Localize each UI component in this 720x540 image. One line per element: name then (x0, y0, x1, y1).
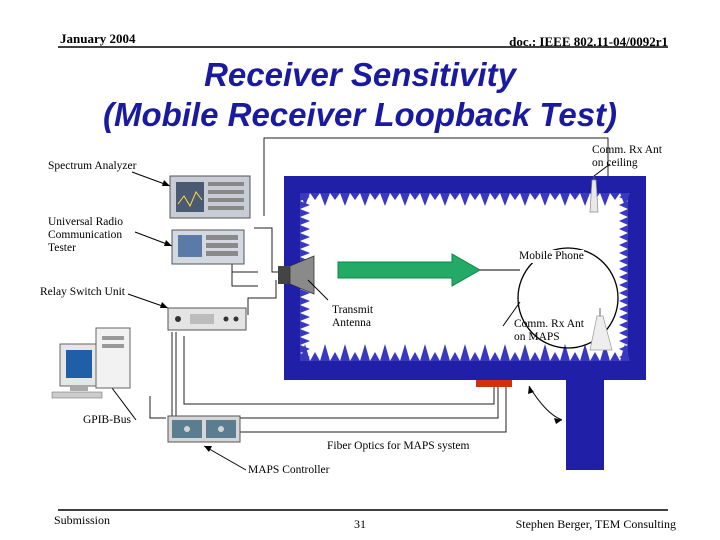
pointer-arrowheads (160, 180, 562, 452)
fiber-optic-feedthrough (476, 380, 512, 387)
transmit-antenna-label-line-1: Transmit (332, 304, 374, 316)
spectrum-analyzer-label: Spectrum Analyzer (48, 160, 137, 172)
relay-switch-unit-icon (167, 307, 247, 331)
maps-rotation-circle (517, 247, 619, 349)
computer-icon (51, 327, 131, 399)
absorber-cones-bottom (300, 344, 630, 361)
relay-switch-label: Relay Switch Unit (40, 286, 125, 298)
cabling (149, 137, 609, 433)
urct-label-line-2: Communication (48, 229, 123, 241)
header-date: January 2004 (60, 31, 136, 46)
gpib-bus-label: GPIB-Bus (83, 414, 131, 426)
signal-direction-arrow (337, 253, 482, 287)
ceiling-antenna-icon (589, 176, 599, 213)
footer-author: Stephen Berger, TEM Consulting (515, 517, 676, 531)
absorber-cones-right (619, 193, 628, 361)
transmit-antenna-icon (278, 255, 315, 295)
urct-label-line-1: Universal Radio (48, 216, 124, 228)
urct-label-line-3: Tester (48, 242, 76, 254)
title-line-1: Receiver Sensitivity (204, 56, 516, 93)
radio-communication-tester-icon (171, 229, 245, 265)
maps-controller-icon (167, 415, 241, 443)
chamber-floor-extension (566, 380, 604, 470)
fiber-optics-label: Fiber Optics for MAPS system (327, 440, 470, 452)
mobile-phone-label: Mobile Phone (519, 250, 584, 263)
header-doc-id: doc.: IEEE 802.11-04/0092r1 (509, 34, 668, 49)
maps-antenna-label-line-2: on MAPS (514, 331, 560, 343)
spectrum-analyzer-icon (169, 175, 251, 219)
maps-antenna-label-line-1: Comm. Rx Ant (514, 318, 584, 330)
ceiling-antenna-label-line-2: on ceiling (592, 157, 638, 169)
maps-antenna-icon (589, 308, 613, 351)
title-line-2: (Mobile Receiver Loopback Test) (102, 96, 618, 133)
footer-submission: Submission (54, 513, 111, 527)
transmit-antenna-label-line-2: Antenna (332, 317, 371, 329)
maps-controller-label: MAPS Controller (248, 464, 330, 476)
footer-page-number: 31 (354, 517, 366, 531)
ceiling-antenna-label-line-1: Comm. Rx Ant (592, 144, 662, 156)
